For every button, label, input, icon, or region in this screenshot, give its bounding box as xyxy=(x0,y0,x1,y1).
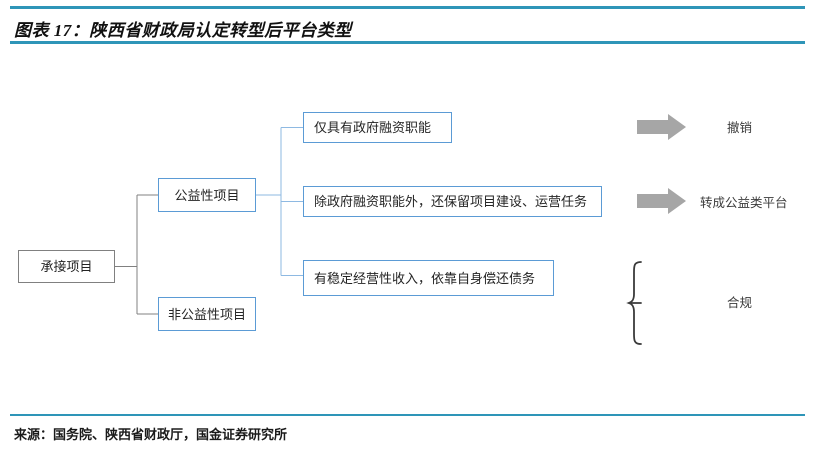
outcome-label-compliant: 合规 xyxy=(727,296,753,310)
node-leaf-stable-operating-income[interactable]: 有稳定经营性收入，依靠自身偿还债务 xyxy=(303,260,554,296)
node-root[interactable]: 承接项目 xyxy=(18,250,115,283)
source-note: 来源：国务院、陕西省财政厅，国金证券研究所 xyxy=(14,427,288,442)
connector-layer xyxy=(115,114,686,345)
title-underline-rule xyxy=(10,41,805,44)
outcome-label-convert-to-public-welfare-platform: 转成公益类平台 xyxy=(700,196,788,210)
figure-title: 图表 17：陕西省财政局认定转型后平台类型 xyxy=(14,21,352,40)
node-leaf-financing-plus-construction[interactable]: 除政府融资职能外，还保留项目建设、运营任务 xyxy=(303,186,602,217)
diagram-canvas: 承接项目 公益性项目 非公益性项目 仅具有政府融资职能 除政府融资职能外，还保留… xyxy=(0,44,815,414)
outcome-label-revoke: 撤销 xyxy=(727,121,753,135)
node-non-public-welfare-project[interactable]: 非公益性项目 xyxy=(158,297,256,331)
node-public-welfare-project[interactable]: 公益性项目 xyxy=(158,178,256,212)
arrow-right-icon-1 xyxy=(637,114,686,140)
curly-brace-icon xyxy=(626,261,642,345)
top-rule xyxy=(10,6,805,9)
node-leaf-financing-only[interactable]: 仅具有政府融资职能 xyxy=(303,112,452,143)
footer-rule xyxy=(10,414,805,416)
arrow-right-icon-2 xyxy=(637,188,686,214)
